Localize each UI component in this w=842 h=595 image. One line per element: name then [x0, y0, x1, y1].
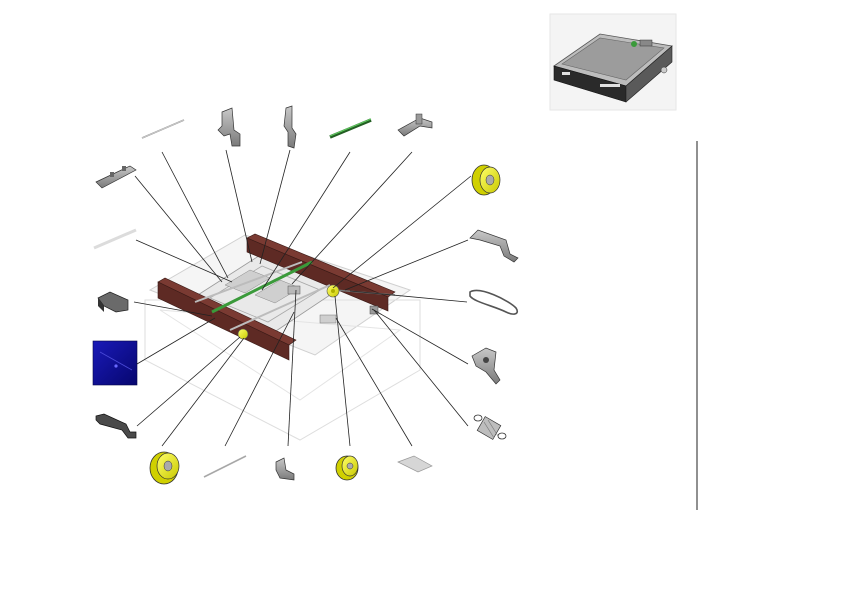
pulley-yellow-right: [471, 164, 501, 196]
assembled-unit-thumbnail: [549, 13, 677, 111]
central-assembly: [144, 233, 421, 441]
spacer-block: [97, 291, 129, 313]
spring-coil: [473, 414, 507, 440]
leader-lines: [133, 149, 472, 447]
pin-thin: [203, 455, 247, 478]
hook-bracket-right: [469, 229, 519, 263]
guide-rod-green: [329, 118, 372, 139]
rail-bracket-left: [95, 165, 137, 189]
gear-yellow-large: [149, 451, 180, 485]
bracket-narrow: [283, 105, 297, 149]
blue-panel: [92, 340, 138, 386]
motor-plate: [471, 347, 501, 385]
sensor-bracket: [397, 113, 433, 137]
plate-flat: [397, 455, 433, 473]
bracket-tall: [217, 107, 241, 147]
shaft-thin: [141, 119, 185, 139]
hook-bracket-left: [95, 413, 137, 439]
guide-bar-long: [93, 228, 137, 250]
l-bracket-small: [275, 457, 295, 481]
drive-belt: [469, 289, 519, 315]
gear-yellow-small: [335, 455, 359, 481]
